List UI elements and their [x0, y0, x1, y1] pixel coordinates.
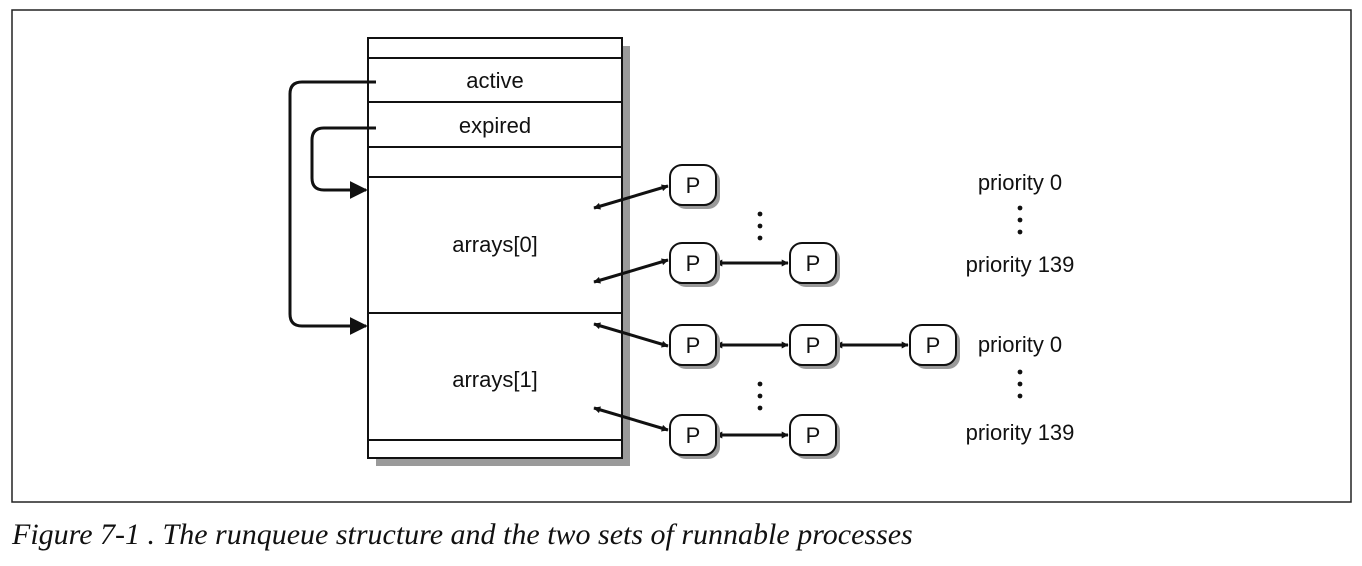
ellipsis-dots: [1017, 369, 1023, 399]
process-node: P: [669, 164, 720, 209]
process-label: P: [686, 173, 701, 198]
priority-label: priority 0: [978, 170, 1062, 195]
figure-frame: [11, 9, 1352, 503]
process-label: P: [806, 423, 821, 448]
link-arrows: [593, 184, 909, 439]
link-arrow: [593, 406, 669, 432]
expired-label: expired: [459, 113, 531, 138]
active-label: active: [466, 68, 523, 93]
process-label: P: [926, 333, 941, 358]
process-node: P: [789, 324, 840, 369]
link-arrow: [593, 184, 669, 210]
process-node: P: [909, 324, 960, 369]
process-node: P: [789, 242, 840, 287]
process-label: P: [686, 333, 701, 358]
process-label: P: [806, 251, 821, 276]
runqueue-diagram: active expired arrays[0] arrays[1] P P P…: [11, 9, 1352, 503]
process-node: P: [669, 242, 720, 287]
link-arrow: [593, 322, 669, 348]
process-label: P: [686, 251, 701, 276]
table-dividers: [368, 57, 622, 441]
process-node: P: [669, 324, 720, 369]
figure-caption: Figure 7-1 . The runqueue structure and …: [12, 518, 913, 551]
process-label: P: [686, 423, 701, 448]
ellipsis-dots: [1017, 205, 1023, 235]
arrays1-label: arrays[1]: [452, 367, 538, 392]
ellipsis-dots: [757, 211, 763, 411]
active-pointer-arrow: [288, 80, 376, 335]
runqueue-table: [367, 37, 623, 459]
priority-label: priority 0: [978, 332, 1062, 357]
process-node: P: [789, 414, 840, 459]
link-arrow: [593, 258, 669, 284]
process-label: P: [806, 333, 821, 358]
process-node: P: [669, 414, 720, 459]
expired-pointer-arrow: [310, 126, 376, 199]
arrays0-label: arrays[0]: [452, 232, 538, 257]
priority-label: priority 139: [966, 252, 1075, 277]
priority-label: priority 139: [966, 420, 1075, 445]
